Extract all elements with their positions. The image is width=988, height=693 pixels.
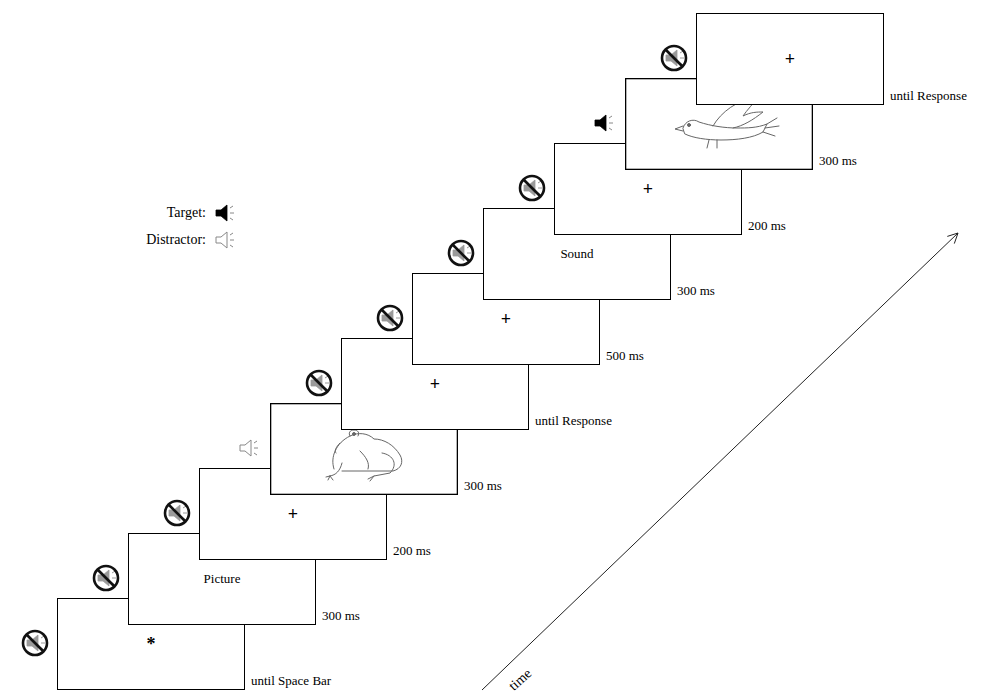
screen-text: + — [643, 179, 653, 200]
muted-speaker-icon — [378, 306, 402, 330]
duration-label: 200 ms — [393, 543, 431, 559]
muted-speaker-icon — [23, 631, 47, 655]
duration-label: until Space Bar — [251, 673, 331, 689]
screen-text: + — [430, 374, 440, 395]
muted-speaker-icon — [165, 501, 189, 525]
muted-speaker-icon — [449, 241, 473, 265]
legend-speaker-icon — [216, 232, 234, 248]
legend-text: Target: — [167, 204, 206, 222]
duration-label: until Response — [535, 413, 612, 429]
legend-speaker-icon — [216, 205, 234, 221]
screen-text: + — [288, 504, 298, 525]
muted-speaker-icon — [307, 371, 331, 395]
screen-text: Picture — [204, 571, 241, 587]
duration-label: 200 ms — [748, 218, 786, 234]
sound-icons — [23, 46, 686, 655]
legend-text: Distractor: — [146, 231, 206, 249]
duration-label: 300 ms — [677, 283, 715, 299]
screen-text: Sound — [560, 246, 593, 262]
muted-speaker-icon — [94, 566, 118, 590]
time-arrowhead — [947, 233, 958, 244]
screen-text: * — [147, 634, 156, 655]
axis-label: time — [505, 666, 534, 693]
duration-label: 500 ms — [606, 348, 644, 364]
target-speaker-icon — [595, 115, 613, 131]
screen-frame: + — [696, 13, 884, 105]
muted-speaker-icon — [662, 46, 686, 70]
legend-icons — [216, 205, 234, 248]
duration-label: 300 ms — [322, 608, 360, 624]
duration-label: until Response — [890, 88, 967, 104]
muted-speaker-icon — [520, 176, 544, 200]
duration-label: 300 ms — [464, 478, 502, 494]
screen-text: + — [501, 309, 511, 330]
distractor-speaker-icon — [240, 440, 258, 456]
screen-text: + — [785, 49, 795, 70]
duration-label: 300 ms — [819, 153, 857, 169]
